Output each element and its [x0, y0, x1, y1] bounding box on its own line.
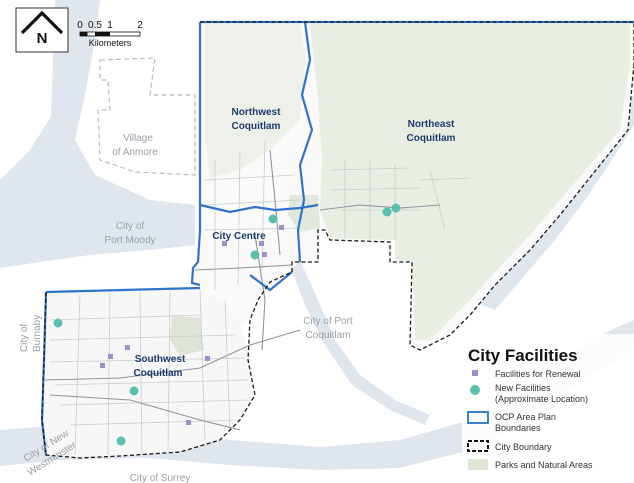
renewal-facility-marker[interactable]	[108, 354, 113, 359]
port-coquitlam-label-1: City of Port	[303, 316, 353, 327]
scale-bar-segment-1	[80, 32, 88, 36]
northwest-park-area	[205, 24, 306, 178]
renewal-facility-marker[interactable]	[205, 356, 210, 361]
northwest-label-1: Northwest	[232, 107, 282, 118]
street-network	[49, 139, 471, 456]
north-arrow: N	[15, 7, 69, 53]
scale-tick-1: 1	[107, 20, 113, 31]
port-moody-label-1: City of	[116, 221, 145, 232]
legend-parks-box-icon	[468, 459, 488, 470]
new-facility-marker[interactable]	[129, 386, 139, 396]
scale-tick-2: 2	[137, 20, 143, 31]
burnaby-label-2: Burnaby	[32, 315, 43, 352]
new-facility-marker[interactable]	[391, 203, 401, 213]
legend-parks-label: Parks and Natural Areas	[495, 460, 593, 470]
burrard-inlet-water	[0, 0, 195, 268]
anmore-label-1: Village	[123, 133, 153, 144]
legend-new-facility-label-1: New Facilities	[495, 383, 551, 393]
northeast-label-2: Coquitlam	[407, 133, 456, 144]
legend: City Facilities Facilities for Renewal N…	[462, 334, 634, 482]
renewal-facility-marker[interactable]	[100, 363, 105, 368]
mundy-park	[170, 315, 204, 356]
legend-city-boundary-box-icon	[467, 440, 489, 452]
city-centre-label: City Centre	[212, 231, 266, 242]
renewal-facility-marker[interactable]	[186, 420, 191, 425]
renewal-facilities	[100, 225, 284, 425]
scale-tick-0-5: 0.5	[88, 20, 102, 31]
southwest-label-2: Coquitlam	[134, 368, 183, 379]
north-arrow-letter: N	[37, 30, 48, 47]
north-arrow-chevron-icon	[20, 10, 64, 35]
new-facility-marker[interactable]	[116, 436, 126, 446]
legend-background	[462, 334, 634, 482]
legend-renewal-square-icon	[472, 370, 478, 376]
coquitlam-river-water	[292, 260, 430, 425]
port-coquitlam-label-2: Coquitlam	[305, 330, 350, 341]
legend-plan-boundary-label-1: OCP Area Plan	[495, 412, 556, 422]
new-facility-marker[interactable]	[382, 207, 392, 217]
riverview-park	[288, 195, 320, 232]
scale-unit: Kilometers	[89, 38, 132, 48]
port-moody-label-2: Port Moody	[104, 235, 155, 246]
renewal-facility-marker[interactable]	[259, 241, 264, 246]
legend-new-facility-circle-icon	[470, 385, 480, 395]
legend-plan-boundary-box-icon	[467, 411, 489, 424]
renewal-facility-marker[interactable]	[125, 345, 130, 350]
legend-plan-boundary-label-2: Boundaries	[495, 423, 541, 433]
new-facility-marker[interactable]	[250, 250, 260, 260]
legend-title: City Facilities	[468, 346, 578, 365]
area-plan-labels: Northwest Coquitlam Northeast Coquitlam …	[134, 107, 456, 379]
southwest-label-1: Southwest	[135, 354, 186, 365]
surrey-label: City of Surrey	[130, 473, 191, 483]
scale-tick-0: 0	[77, 20, 83, 31]
renewal-facility-marker[interactable]	[222, 241, 227, 246]
anmore-label-2: of Anmore	[112, 147, 158, 158]
northeast-park-area	[310, 24, 630, 340]
new-facilities	[53, 203, 401, 446]
new-facility-marker[interactable]	[53, 318, 63, 328]
burnaby-label-1: City of	[19, 323, 30, 352]
scale-bar: 0 0.5 1 2 Kilometers	[77, 20, 143, 48]
northeast-label-1: Northeast	[408, 119, 455, 130]
legend-city-boundary-label: City Boundary	[495, 442, 552, 452]
new-facility-marker[interactable]	[268, 214, 278, 224]
scale-bar-segment-2	[95, 32, 110, 36]
renewal-facility-marker[interactable]	[262, 252, 267, 257]
renewal-facility-marker[interactable]	[279, 225, 284, 230]
city-boundary	[41, 21, 634, 459]
legend-renewal-label: Facilities for Renewal	[495, 369, 581, 379]
legend-new-facility-label-2: (Approximate Location)	[495, 394, 588, 404]
northwest-label-2: Coquitlam	[232, 121, 281, 132]
